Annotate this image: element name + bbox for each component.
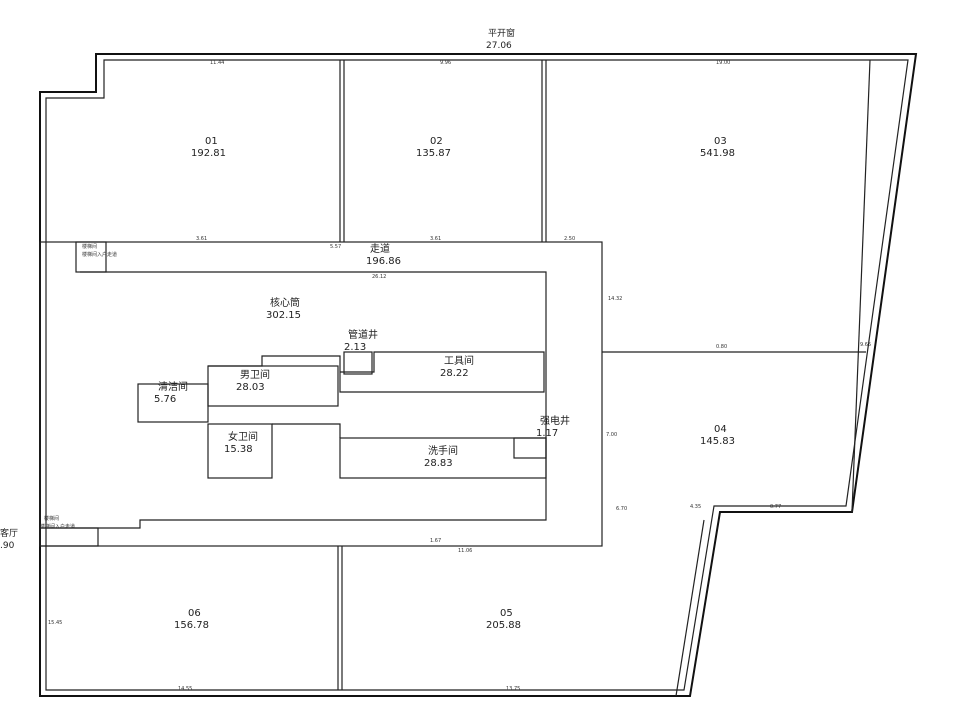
room-shaft2-area: 1.17 [536,428,558,439]
outer-wall-inner [45,59,909,691]
room-r02-area: 135.87 [416,148,451,159]
dimension-label: 1.67 [430,538,441,544]
room-r05-area: 205.88 [486,620,521,631]
dimension-label: 19.00 [716,60,730,66]
room-corridor-area: 196.86 [366,256,401,267]
room-shaft2-name: 强电井 [540,414,570,427]
room-r04-area: 145.83 [700,436,735,447]
room-wash-area: 28.83 [424,458,453,469]
stair-annex-bottom [39,527,99,547]
dimension-label: 15.45 [48,620,62,626]
dimension-label: 3.61 [196,236,207,242]
room-wash-name: 洗手间 [428,444,458,457]
diag-wall-lower [675,519,705,697]
header-value: 27.06 [486,41,512,51]
dimension-label: 7.00 [606,432,617,438]
room-r05-name: 05 [500,608,513,619]
room-clean-name: 清洁间 [158,380,188,393]
annex-bottom-sub: 楼梯间入户走道 [40,523,75,530]
dimension-label: 2.50 [564,236,575,242]
dimension-label: 0.77 [770,504,781,510]
dimension-label: 14.32 [608,296,622,302]
room-core-area: 302.15 [266,310,301,321]
room-corridor-name: 走道 [370,242,390,255]
shaft2-wall [513,437,547,459]
diag-wall-upper [851,59,871,513]
dimension-label: 9.96 [440,60,451,66]
dimension-label: 11.44 [210,60,224,66]
dimension-label: 26.12 [372,274,386,280]
core-block-outline [39,241,603,547]
dimension-label: 6.70 [616,506,627,512]
wc-m-wall [207,365,339,407]
room-wc-m-name: 男卫间 [240,368,270,381]
corridor-inner [40,271,547,529]
wc-f-wall [207,423,273,479]
wc-f-wall-b [272,423,341,438]
room-wc-f-area: 15.38 [224,444,253,455]
annex-top-label: 楼梯间 [82,243,97,250]
dimension-label: 11.06 [458,548,472,554]
dimension-label: 4.35 [690,504,701,510]
room-tool-name: 工具间 [444,354,474,367]
dimension-label: 14.55 [178,686,192,692]
stair-annex-top [75,241,107,273]
room-clean-area: 5.76 [154,394,176,405]
room-r06-area: 156.78 [174,620,209,631]
side-value: .90 [0,541,15,551]
dimension-label: 0.80 [716,344,727,350]
dimension-label: 3.61 [430,236,441,242]
outer-wall [39,53,918,697]
room-r03-name: 03 [714,136,727,147]
room-shaft1-area: 2.13 [344,342,366,353]
room-r04-name: 04 [714,424,727,435]
room-r01-name: 01 [205,136,218,147]
room-r06-name: 06 [188,608,201,619]
room-r03-area: 541.98 [700,148,735,159]
annex-top-sub: 楼梯间入户走道 [82,251,117,258]
room-shaft1-name: 管道井 [348,328,378,341]
inner-core-rooms [208,351,545,393]
room-wc-m-area: 28.03 [236,382,265,393]
room-tool-area: 28.22 [440,368,469,379]
shaft1-wall [343,351,373,375]
dimension-label: 13.75 [506,686,520,692]
header-label: 平开窗 [488,27,515,39]
room-r02-name: 02 [430,136,443,147]
dimension-label: 9.65 [860,342,871,348]
room-core-name: 核心筒 [270,296,300,309]
side-label: 客厅 [0,527,18,539]
dimension-label: 5.57 [330,244,341,250]
annex-bottom-label: 楼梯间 [44,515,59,522]
room-wc-f-name: 女卫间 [228,430,258,443]
room-r01-area: 192.81 [191,148,226,159]
